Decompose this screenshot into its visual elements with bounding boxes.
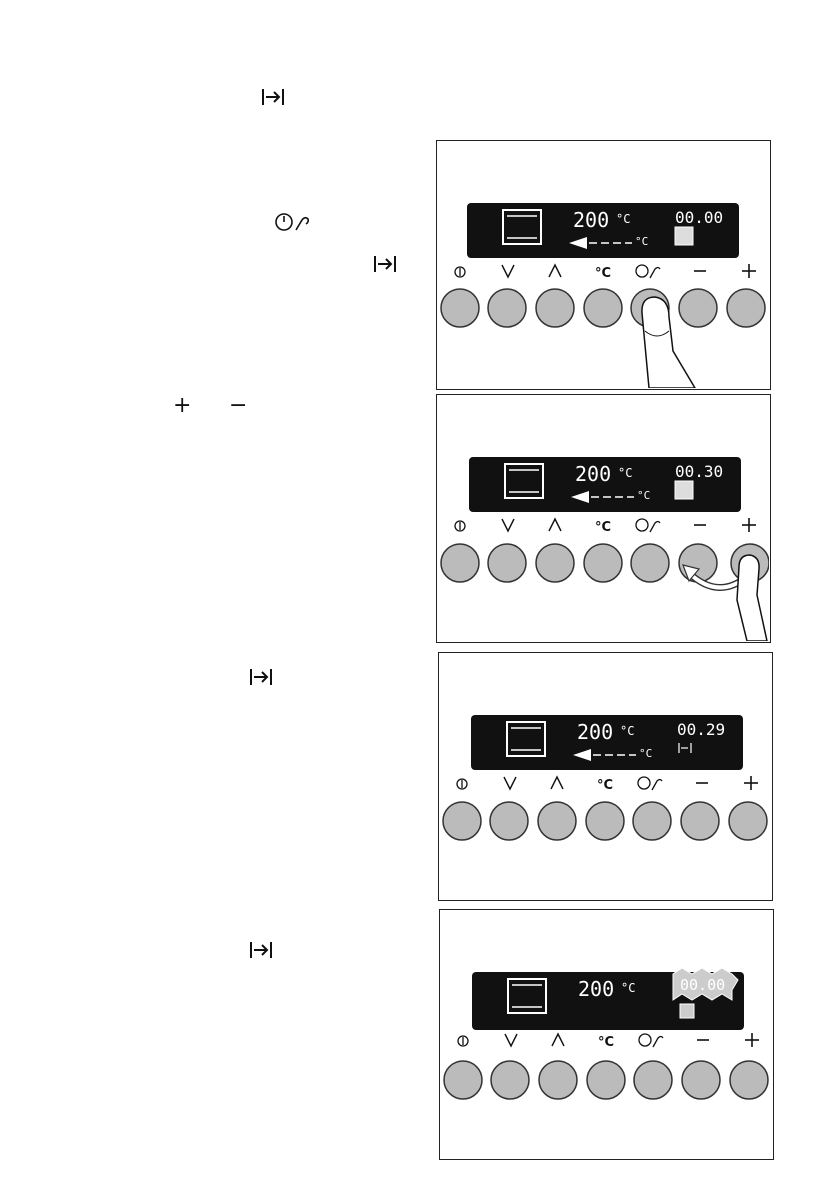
button-down [487,288,527,328]
display-temp-unit: °C [616,212,630,226]
end-time-indicator-flashing [674,226,694,246]
minus-icon: − [229,393,248,418]
button-on-off [440,288,480,328]
end-time-icon [261,87,285,107]
button-labels: °C [454,517,756,535]
button-plus [728,801,768,841]
meat-probe-icon [573,749,636,761]
button-on-off [443,1060,483,1100]
button-up [537,801,577,841]
button-minus [681,1060,721,1100]
button-down [489,801,529,841]
button-clock [630,543,670,583]
display-temp-unit: °C [620,724,634,738]
clock-probe-icon [274,210,314,234]
display-temp-unit: °C [618,466,632,480]
oven-panel-illustration: 200 °C 00.30 °C °C [436,394,771,643]
end-time-icon [249,940,273,960]
button-plus [729,1060,769,1100]
meat-probe-icon [569,237,632,249]
button-temperature [585,801,625,841]
button-minus [678,288,718,328]
button-plus [726,288,766,328]
display-temperature: 200 [577,720,613,744]
display-time: 00.00 [675,208,723,227]
button-temperature [583,543,623,583]
button-up [535,288,575,328]
finger-illustration [641,296,696,388]
display-time: 00.30 [675,462,723,481]
display-temp-unit: °C [621,981,635,995]
oven-cavity-icon [507,978,547,1014]
button-labels: °C [456,775,758,793]
button-minus [680,801,720,841]
meat-probe-icon [571,491,634,503]
button-up [535,543,575,583]
end-time-indicator [678,743,692,753]
button-on-off [440,543,480,583]
oven-panel-illustration: 200 °C 00.29 °C °C [438,652,773,901]
button-labels: °C [454,263,756,281]
button-labels: °C [457,1032,759,1050]
display-probe-unit: °C [639,747,652,760]
oven-cavity-icon [504,463,544,499]
svg-text:°C: °C [598,1035,614,1050]
display-probe-unit: °C [635,235,648,248]
oven-panel-illustration: 200 °C 00.00 °C [439,909,774,1160]
end-time-icon [373,254,397,274]
oven-panel-illustration: 200 °C 00.00 °C °C [436,140,771,390]
display-probe-unit: °C [637,489,650,502]
svg-text:°C: °C [595,266,611,281]
svg-text:°C: °C [597,778,613,793]
display-temperature: 200 [578,977,614,1001]
button-temperature [583,288,623,328]
end-time-indicator-flashing [679,1003,695,1019]
display-temperature: 200 [575,462,611,486]
plus-icon: + [173,393,192,418]
display-time: 00.29 [677,720,725,739]
button-down [490,1060,530,1100]
flashing-time-burst [672,967,739,1001]
button-on-off [442,801,482,841]
finger-illustration [736,554,768,641]
button-up [538,1060,578,1100]
button-clock [633,1060,673,1100]
svg-text:°C: °C [595,520,611,535]
display-temperature: 200 [573,208,609,232]
oven-cavity-icon [502,209,542,245]
button-temperature [586,1060,626,1100]
button-clock [632,801,672,841]
end-time-indicator-flashing [674,480,694,500]
end-time-icon [249,667,273,687]
display-time: 00.00 [680,976,725,994]
button-down [487,543,527,583]
oven-cavity-icon [506,721,546,757]
